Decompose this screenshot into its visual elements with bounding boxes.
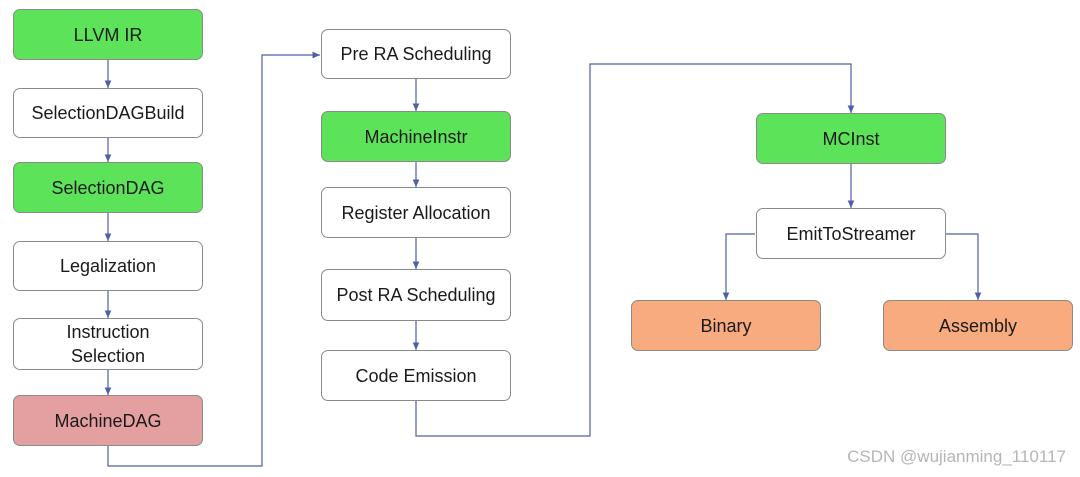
arrow-codeemission-to-mcinst xyxy=(415,63,855,437)
node-selection-dag: SelectionDAG xyxy=(13,162,203,213)
node-machine-dag: MachineDAG xyxy=(13,395,203,446)
arrow-machinedag-to-preraScheduling xyxy=(107,51,320,467)
arrow-emittostreamer-to-assembly xyxy=(946,233,982,300)
arrow-emittostreamer-to-binary xyxy=(722,233,755,300)
node-legalization: Legalization xyxy=(13,241,203,291)
node-register-allocation: Register Allocation xyxy=(321,187,511,238)
node-pre-ra-scheduling: Pre RA Scheduling xyxy=(321,29,511,79)
node-assembly: Assembly xyxy=(883,300,1073,351)
node-code-emission: Code Emission xyxy=(321,350,511,401)
node-llvm-ir: LLVM IR xyxy=(13,9,203,60)
node-selection-dag-build: SelectionDAGBuild xyxy=(13,88,203,138)
node-post-ra-scheduling: Post RA Scheduling xyxy=(321,269,511,321)
node-instruction-selection: Instruction Selection xyxy=(13,318,203,370)
node-emit-to-streamer: EmitToStreamer xyxy=(756,208,946,259)
node-mcinst: MCInst xyxy=(756,113,946,164)
node-machine-instr: MachineInstr xyxy=(321,111,511,162)
watermark: CSDN @wujianming_110117 xyxy=(847,447,1066,466)
node-binary: Binary xyxy=(631,300,821,351)
